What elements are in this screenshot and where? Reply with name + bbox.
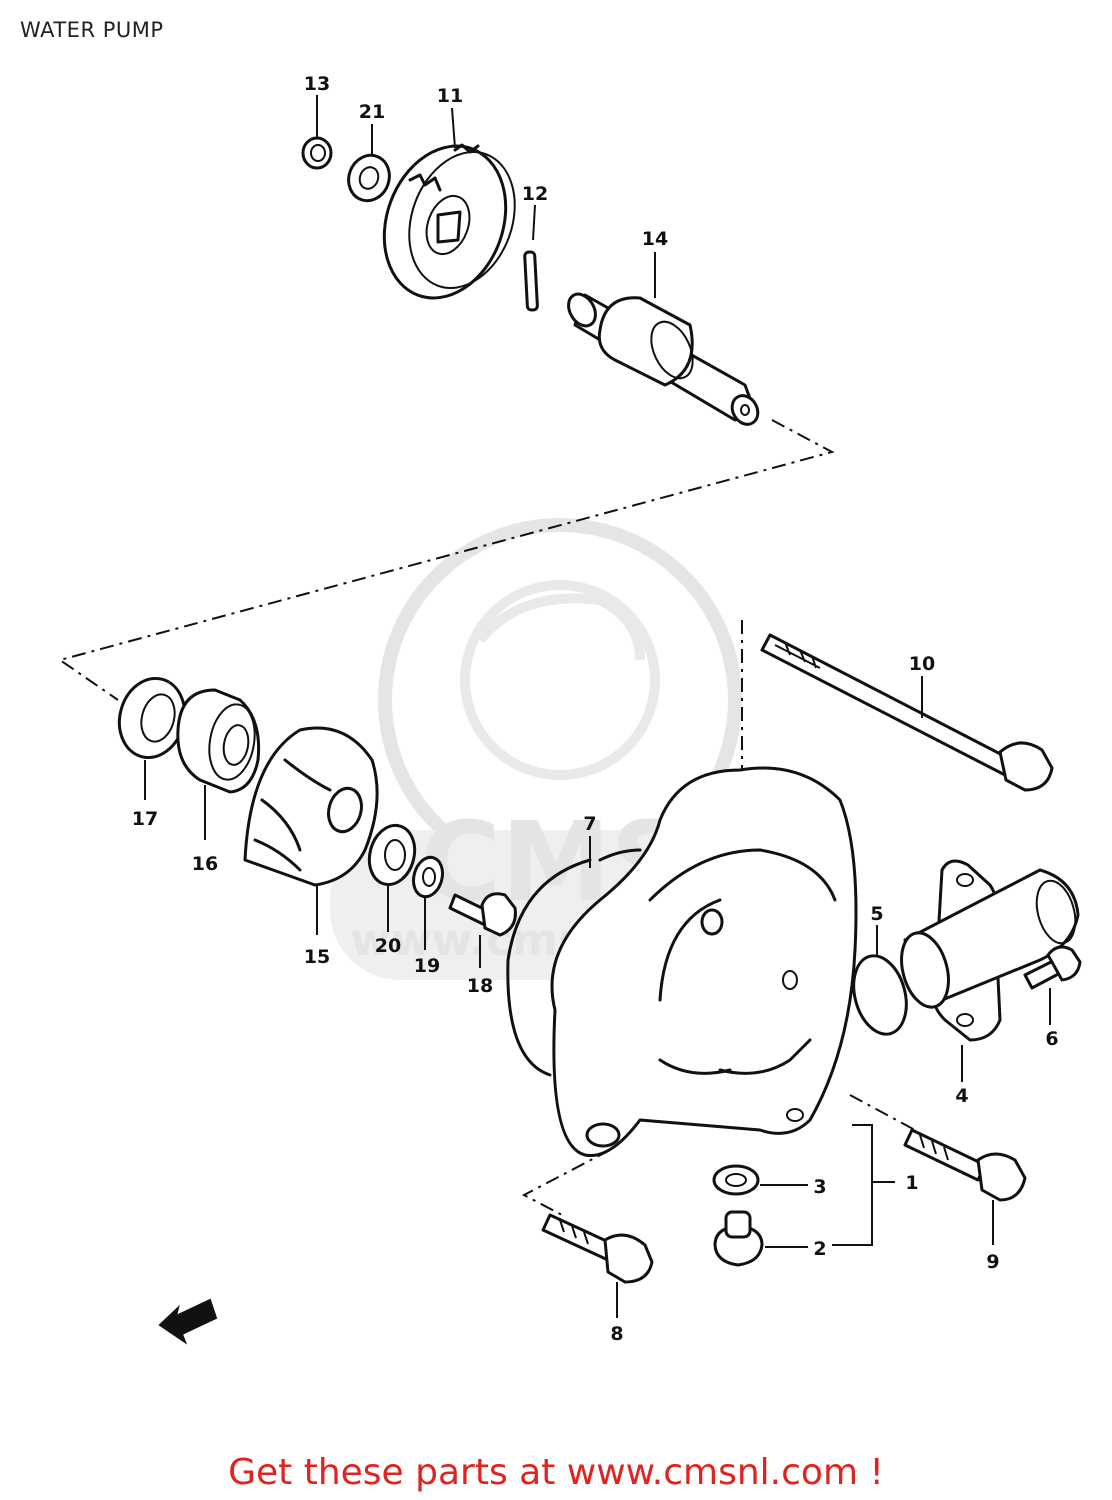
- front-arrow-icon: [158, 1298, 218, 1345]
- part-labels: 13 21 11 12 14 10 17 16 7 15 20 19 18 5 …: [132, 73, 1059, 1345]
- footer-link-text[interactable]: Get these parts at www.cmsnl.com !: [228, 1452, 884, 1493]
- part-13-circlip: [301, 95, 333, 170]
- label-16: 16: [192, 853, 218, 875]
- part-16-mechanical-seal: [176, 688, 261, 840]
- diagram-title: WATER PUMP: [20, 18, 164, 42]
- label-1: 1: [905, 1172, 918, 1194]
- part-4-inlet-pipe: [900, 859, 1080, 1082]
- part-12-pin: [523, 204, 539, 312]
- part-3-washer: [712, 1164, 808, 1196]
- label-13: 13: [304, 73, 330, 95]
- assembly-reference-line: [57, 419, 835, 701]
- part-21-washer: [347, 124, 391, 203]
- label-12: 12: [522, 183, 548, 205]
- part-10-long-bolt: [760, 633, 1054, 792]
- label-3: 3: [813, 1176, 826, 1198]
- part-2-drain-bolt: [713, 1210, 808, 1267]
- label-20: 20: [375, 935, 401, 957]
- bolt-9-reference-line: [849, 1094, 916, 1131]
- part-8-bolt: [541, 1213, 654, 1318]
- label-8: 8: [610, 1323, 623, 1345]
- label-9: 9: [986, 1251, 999, 1273]
- label-11: 11: [437, 85, 463, 107]
- label-5: 5: [870, 903, 883, 925]
- part-15-impeller: [243, 726, 379, 935]
- label-2: 2: [813, 1238, 826, 1260]
- label-4: 4: [955, 1085, 968, 1107]
- exploded-parts-diagram: CMS www.cmsnl.com: [57, 73, 1082, 1345]
- label-7: 7: [583, 813, 596, 835]
- part-19-washer: [412, 855, 444, 950]
- part-20-bearing: [367, 823, 417, 932]
- part-6-bolt: [1023, 945, 1082, 1025]
- label-6: 6: [1045, 1028, 1058, 1050]
- part-1-pump-cover: [550, 766, 895, 1246]
- label-15: 15: [304, 946, 330, 968]
- label-17: 17: [132, 808, 158, 830]
- part-11-pump-gear: [382, 107, 516, 300]
- bolt-8-reference-line: [521, 1149, 611, 1216]
- part-14-impeller-shaft: [567, 252, 760, 426]
- part-5-o-ring: [852, 925, 908, 1036]
- label-18: 18: [467, 975, 493, 997]
- label-14: 14: [642, 228, 668, 250]
- label-10: 10: [909, 653, 935, 675]
- part-9-bolt: [903, 1128, 1027, 1245]
- part-18-bolt: [448, 892, 517, 968]
- label-21: 21: [359, 101, 385, 123]
- label-19: 19: [414, 955, 440, 977]
